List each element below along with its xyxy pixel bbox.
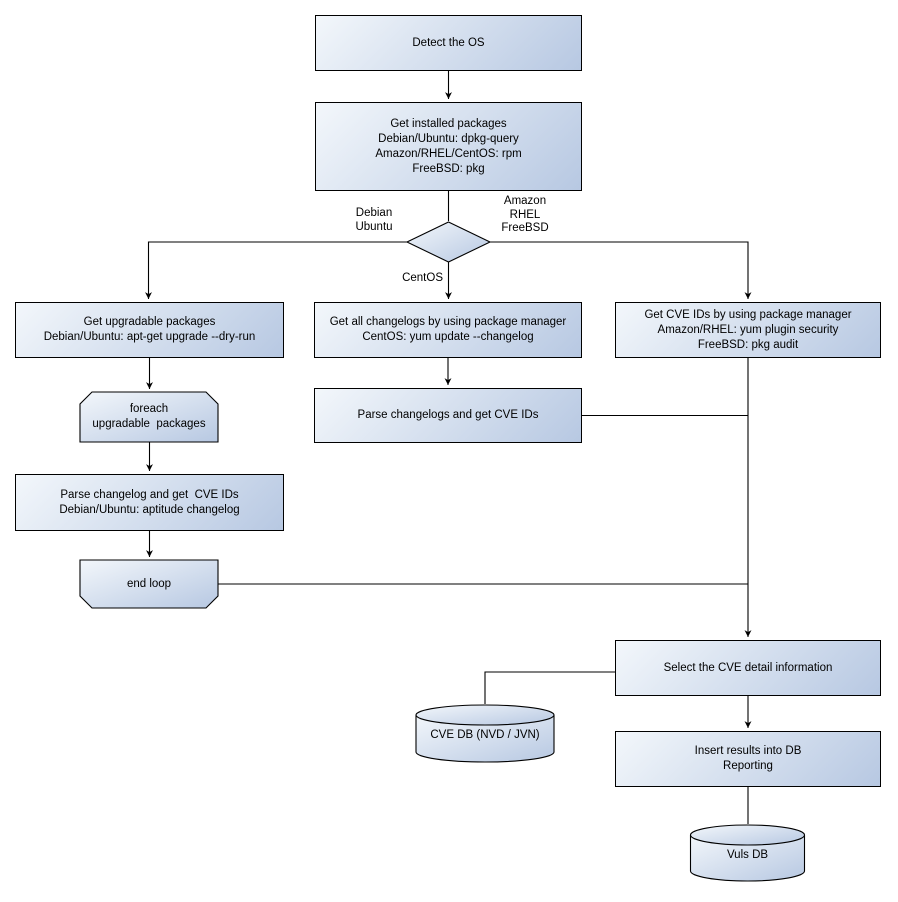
node-detect-os: Detect the OS: [315, 15, 582, 71]
node-get-all-changelogs-label: Get all changelogs by using package mana…: [329, 316, 567, 343]
node-get-cve-ids-pkg-manager-label: Get CVE IDs by using package manager Ama…: [644, 308, 852, 351]
node-parse-changelog-debian-label: Parse changelog and get CVE IDs Debian/U…: [59, 488, 240, 516]
end-loop-shape: [79, 559, 219, 609]
node-get-upgradable-packages: Get upgradable packages Debian/Ubuntu: a…: [15, 302, 284, 358]
vuls-db-cylinder-top: [689, 824, 806, 846]
node-insert-results: Insert results into DB Reporting: [615, 731, 881, 787]
node-cve-db-label: CVE DB (NVD / JVN): [430, 728, 540, 741]
edge-decision-to-upgradable: [145, 241, 407, 299]
node-get-installed-packages-label: Get installed packages Debian/Ubuntu: dp…: [375, 117, 522, 175]
vuls-db-cylinder-body: [689, 835, 806, 882]
os-decision-diamond: [405, 221, 492, 263]
node-select-cve-detail-label: Select the CVE detail information: [663, 661, 833, 674]
node-end-loop: end loop: [80, 560, 218, 608]
branch-label-centos: CentOS: [402, 272, 443, 284]
node-parse-changelog-debian: Parse changelog and get CVE IDs Debian/U…: [15, 474, 284, 531]
node-cve-db: CVE DB (NVD / JVN): [416, 708, 554, 762]
node-get-all-changelogs: Get all changelogs by using package mana…: [314, 302, 582, 358]
node-parse-changelogs-centos-label: Parse changelogs and get CVE IDs: [357, 409, 539, 421]
node-detect-os-label: Detect the OS: [412, 36, 485, 49]
branch-label-amazon-rhel-freebsd: Amazon RHEL FreeBSD: [501, 195, 549, 234]
node-parse-changelogs-centos: Parse changelogs and get CVE IDs: [314, 388, 582, 443]
node-get-upgradable-packages-label: Get upgradable packages Debian/Ubuntu: a…: [43, 316, 256, 343]
node-get-cve-ids-pkg-manager: Get CVE IDs by using package manager Ama…: [615, 302, 881, 358]
node-end-loop-label: end loop: [126, 577, 172, 590]
branch-label-debian-ubuntu: Debian Ubuntu: [355, 207, 393, 233]
cve-db-cylinder-body: [415, 715, 555, 763]
edge-select-to-cvedb: [484, 671, 615, 704]
node-insert-results-label: Insert results into DB Reporting: [694, 745, 802, 772]
foreach-loop-shape: [79, 391, 219, 443]
node-get-installed-packages: Get installed packages Debian/Ubuntu: dp…: [315, 102, 582, 191]
node-vuls-db: Vuls DB: [691, 828, 804, 882]
node-vuls-db-label: Vuls DB: [726, 848, 769, 861]
edge-decision-to-cve-ids: [490, 241, 752, 299]
node-foreach-loop-start: foreach upgradable packages: [80, 392, 218, 442]
node-select-cve-detail: Select the CVE detail information: [615, 640, 881, 696]
node-foreach-loop-start-label: foreach upgradable packages: [92, 403, 206, 430]
cve-db-cylinder-top: [415, 704, 555, 726]
